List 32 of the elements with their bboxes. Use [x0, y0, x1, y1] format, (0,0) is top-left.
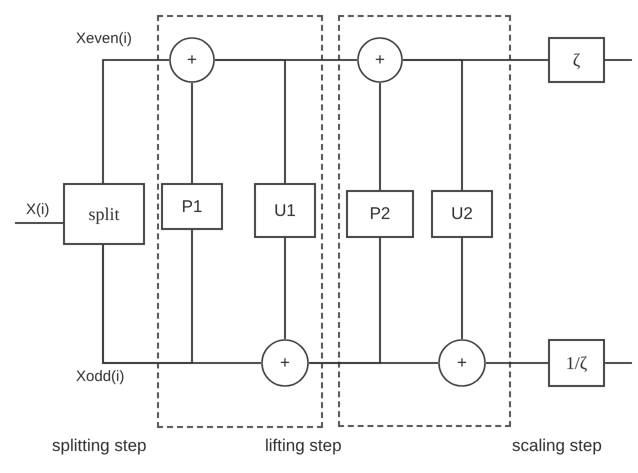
signal-line [403, 59, 548, 61]
lifting-stage-frame [338, 15, 511, 427]
signal-line [102, 59, 169, 183]
adder-circle: + [357, 37, 403, 83]
split-block: split [63, 183, 145, 245]
update-block: U1 [254, 183, 316, 238]
stage-caption: splitting step [52, 436, 146, 456]
adder-circle: + [261, 339, 309, 387]
signal-line [102, 230, 193, 364]
signal-line [284, 238, 286, 339]
signal-label: Xodd(i) [76, 368, 124, 385]
signal-line [486, 362, 548, 364]
scaling-block: ζ [548, 37, 605, 83]
signal-line [379, 83, 381, 190]
signal-label: Xeven(i) [76, 30, 132, 47]
update-block: U2 [431, 190, 493, 238]
signal-label: X(i) [26, 201, 50, 218]
signal-line [309, 238, 381, 364]
signal-line [215, 59, 357, 61]
predict-block: P2 [346, 190, 414, 238]
scaling-block: 1/ζ [548, 339, 605, 387]
adder-circle: + [438, 339, 486, 387]
signal-line [461, 238, 463, 339]
stage-caption: lifting step [265, 436, 342, 456]
stage-caption: scaling step [512, 436, 602, 456]
signal-line [605, 362, 632, 364]
signal-line [605, 59, 632, 61]
lifting-stage-frame [157, 15, 323, 428]
adder-circle: + [169, 37, 215, 83]
signal-line [191, 83, 193, 183]
signal-line [15, 222, 63, 224]
predict-block: P1 [161, 183, 223, 230]
